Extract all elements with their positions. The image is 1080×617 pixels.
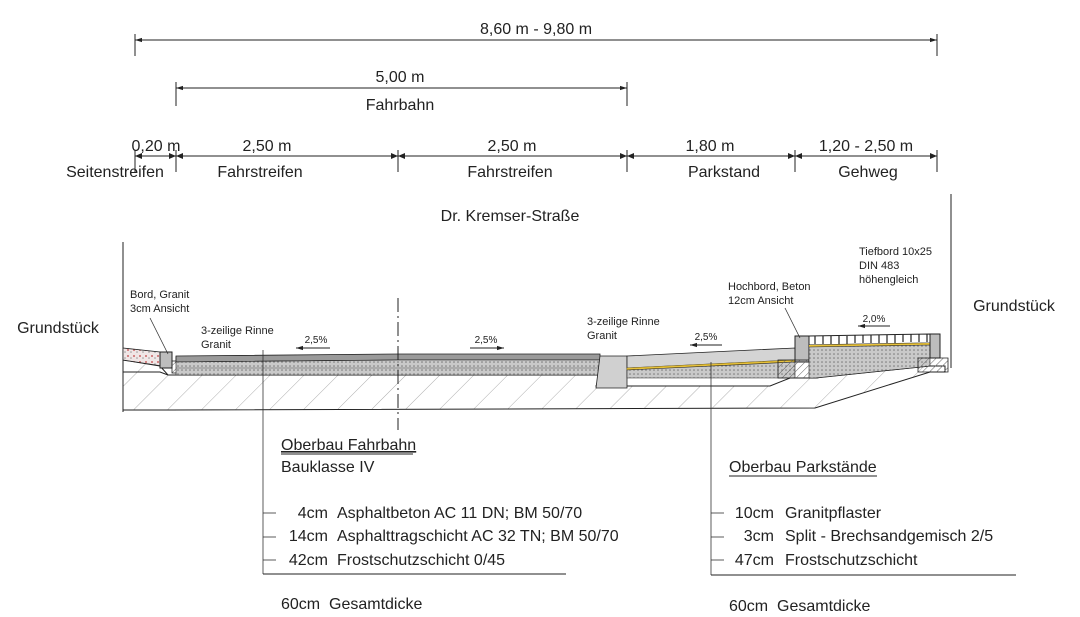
parkstand-layer1-thickness: 10cm (735, 505, 774, 522)
segment-label-gehweg: Gehweg (838, 164, 898, 181)
fahrbahn-label: Fahrbahn (366, 97, 435, 114)
rinne-right-label-line1: 3-zeilige Rinne (587, 316, 660, 328)
bord-label-line2: 3cm Ansicht (130, 303, 189, 315)
bord-label-line1: Bord, Granit (130, 289, 189, 301)
slope-label-parking: 2,5% (695, 332, 718, 343)
fahrbahn-width-label: 5,00 m (376, 69, 425, 86)
segment-label-parkstand: Parkstand (688, 164, 760, 181)
parkstand-layer2-thickness: 3cm (744, 528, 774, 545)
segment-value-parkstand: 1,80 m (686, 138, 735, 155)
oberbau-fahrbahn-legend: Oberbau Fahrbahn Bauklasse IV 4cm Asphal… (262, 350, 619, 613)
street-name: Dr. Kremser-Straße (441, 208, 580, 225)
grundstueck-left-label: Grundstück (17, 320, 100, 337)
grundstueck-right-label: Grundstück (973, 298, 1056, 315)
road-cross-section (122, 298, 949, 430)
component-annotations: Bord, Granit 3cm Ansicht 3-zeilige Rinne… (130, 246, 932, 355)
segment-value-gehweg: 1,20 - 2,50 m (819, 138, 913, 155)
slope-indicators: 2,5% 2,5% 2,5% 2,0% (296, 314, 890, 351)
overall-dimension: 8,60 m - 9,80 m (134, 21, 938, 56)
rinne-left-label-line1: 3-zeilige Rinne (201, 325, 274, 337)
segment-value-fahrstreifen-1: 2,50 m (243, 138, 292, 155)
fahrbahn-layer1-thickness: 4cm (298, 505, 328, 522)
fahrbahn-layer3-thickness: 42cm (289, 552, 328, 569)
tiefbord-label-line1: Tiefbord 10x25 (859, 246, 932, 258)
fahrbahn-total: 60cm Gesamtdicke (281, 596, 422, 613)
parkstand-layer3-thickness: 47cm (735, 552, 774, 569)
oberbau-parkstaende-legend: Oberbau Parkstände 10cm Granitpflaster 3… (710, 362, 1016, 615)
segment-label-fahrstreifen-1: Fahrstreifen (217, 164, 302, 181)
fahrbahn-dimension: 5,00 m Fahrbahn (175, 69, 628, 114)
parkstand-layer2-material: Split - Brechsandgemisch 2/5 (785, 528, 993, 545)
segment-label-fahrstreifen-2: Fahrstreifen (467, 164, 552, 181)
overall-dimension-label: 8,60 m - 9,80 m (480, 21, 592, 38)
parkstand-layer3-material: Frostschutzschicht (785, 552, 918, 569)
slope-label-gehweg: 2,0% (863, 314, 886, 325)
oberbau-fahrbahn-subtitle: Bauklasse IV (281, 459, 375, 476)
fahrbahn-layer3-material: Frostschutzschicht 0/45 (337, 552, 505, 569)
fahrbahn-layer1-material: Asphaltbeton AC 11 DN; BM 50/70 (337, 505, 582, 522)
segment-label-seitenstreifen: Seitenstreifen (66, 164, 164, 181)
oberbau-fahrbahn-title: Oberbau Fahrbahn (281, 437, 416, 454)
hochbord-label-line1: Hochbord, Beton (728, 281, 811, 293)
slope-label-middle: 2,5% (475, 335, 498, 346)
parkstand-total: 60cm Gesamtdicke (729, 598, 870, 615)
rinne-right-label-line2: Granit (587, 330, 617, 342)
hochbord-label-line2: 12cm Ansicht (728, 295, 793, 307)
oberbau-parkstaende-title: Oberbau Parkstände (729, 459, 877, 476)
segment-dimensions: 0,20 m Seitenstreifen 2,50 m Fahrstreife… (66, 138, 938, 181)
segment-value-fahrstreifen-2: 2,50 m (488, 138, 537, 155)
rinne-left-label-line2: Granit (201, 339, 231, 351)
slope-label-left: 2,5% (305, 335, 328, 346)
tiefbord-label-line3: höhengleich (859, 274, 918, 286)
parkstand-layer1-material: Granitpflaster (785, 505, 882, 522)
fahrbahn-layer2-thickness: 14cm (289, 528, 328, 545)
tiefbord-label-line2: DIN 483 (859, 260, 899, 272)
segment-value-seitenstreifen: 0,20 m (132, 138, 181, 155)
fahrbahn-layer2-material: Asphalttragschicht AC 32 TN; BM 50/70 (337, 528, 619, 545)
